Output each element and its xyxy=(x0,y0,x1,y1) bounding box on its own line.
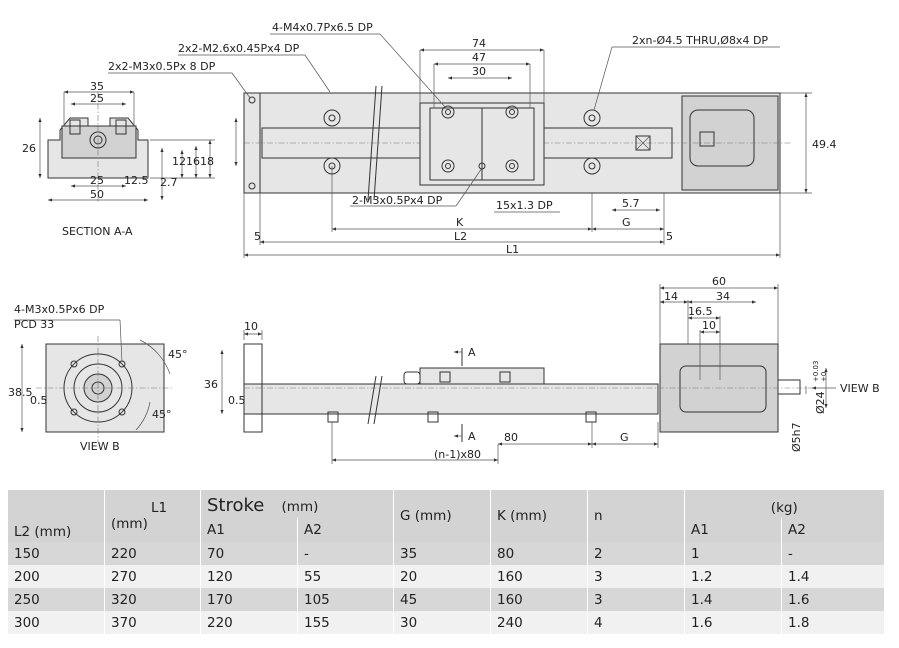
dim-dia24: Ø24 xyxy=(814,391,827,414)
callout-view-b-m3: 4-M3x0.5Px6 DP xyxy=(14,303,105,316)
callout-m2-6: 2x2-M2.6x0.45Px4 DP xyxy=(178,42,300,55)
view-b-title: VIEW B xyxy=(80,440,120,453)
col-stroke-a1: A1 xyxy=(200,518,298,542)
col-g: G (mm) xyxy=(393,490,491,542)
col-stroke: Stroke (mm) xyxy=(200,490,394,518)
dim-10-motor: 10 xyxy=(702,319,716,332)
callout-pcd: PCD 33 xyxy=(14,318,54,331)
callout-m3-carriage: 2-M3x0.5Px4 DP xyxy=(352,194,443,207)
dim-5-7: 5.7 xyxy=(622,197,640,210)
angle-45-bot: 45° xyxy=(152,408,172,421)
dim-tol-zero: +0 xyxy=(820,372,828,382)
dim-2-7: 2.7 xyxy=(160,176,178,189)
col-stroke-a2: A2 xyxy=(297,518,394,542)
section-marker-a-bot: A xyxy=(468,430,476,443)
view-b: 4-M3x0.5Px6 DP PCD 33 38.5 0.5 45° 45° V… xyxy=(8,303,188,453)
dim-25-top: 25 xyxy=(90,92,104,105)
dim-30: 30 xyxy=(472,65,486,78)
col-l2: L2 (mm) xyxy=(7,490,105,542)
section-marker-a-top: A xyxy=(468,346,476,359)
angle-45-top: 45° xyxy=(168,348,188,361)
dim-12: 12 xyxy=(172,155,186,168)
dim-tol-plus: +0.03 xyxy=(812,361,820,382)
col-k: K (mm) xyxy=(490,490,588,542)
dim-18: 18 xyxy=(200,155,214,168)
dim-dia5: Ø5h7 xyxy=(790,422,803,452)
dim-16: 16 xyxy=(186,155,200,168)
dim-60: 60 xyxy=(712,275,726,288)
dim-0-5-side: 0.5 xyxy=(228,394,246,407)
dim-5-right: 5 xyxy=(666,230,673,243)
col-weight-a2: A2 xyxy=(780,518,884,542)
dim-l2: L2 xyxy=(454,230,467,243)
col-weight-a1: A1 xyxy=(684,518,782,542)
section-aa-title: SECTION A-A xyxy=(62,225,133,238)
dim-36: 36 xyxy=(204,378,218,391)
dim-16-5: 16.5 xyxy=(688,305,713,318)
dim-14: 14 xyxy=(664,290,678,303)
dim-74: 74 xyxy=(472,37,486,50)
view-b-arrow-label: VIEW B xyxy=(840,382,880,395)
dim-26: 26 xyxy=(22,142,36,155)
section-aa-view: 35 25 26 2.7 12 16 18 25 12.5 50 SECTION… xyxy=(22,80,215,238)
dim-l1: L1 xyxy=(506,243,519,256)
dim-g-top: G xyxy=(622,216,631,229)
dim-5-left: 5 xyxy=(254,230,261,243)
col-n: n xyxy=(587,490,685,542)
dim-10-side: 10 xyxy=(244,320,258,333)
col-weight: (kg) xyxy=(683,490,884,518)
dim-80: 80 xyxy=(504,431,518,444)
callout-m4: 4-M4x0.7Px6.5 DP xyxy=(272,21,373,34)
technical-drawing: 35 25 26 2.7 12 16 18 25 12.5 50 SECTION… xyxy=(8,21,880,464)
top-view: 74 47 30 4-M4x0.7Px6.5 DP 2x2-M2.6x0.45P… xyxy=(108,21,837,258)
dim-35: 35 xyxy=(90,80,104,93)
dim-47: 47 xyxy=(472,51,486,64)
dim-12-5: 12.5 xyxy=(124,174,149,187)
callout-thru: 2xn-Ø4.5 THRU,Ø8x4 DP xyxy=(632,34,768,47)
spec-table: L2 (mm) L1 (mm) Stroke (mm) G (mm) K (mm… xyxy=(7,490,884,634)
dim-34: 34 xyxy=(716,290,730,303)
dim-n-80: (n-1)x80 xyxy=(434,448,481,461)
dim-49-4: 49.4 xyxy=(812,138,837,151)
dim-38-5: 38.5 xyxy=(8,386,33,399)
callout-m3: 2x2-M3x0.5Px 8 DP xyxy=(108,60,216,73)
col-l1: L1 (mm) xyxy=(104,490,201,542)
dim-50: 50 xyxy=(90,188,104,201)
dim-k: K xyxy=(456,216,464,229)
dim-25-bot: 25 xyxy=(90,174,104,187)
dim-g-side: G xyxy=(620,431,629,444)
dim-0-5-viewb: 0.5 xyxy=(30,394,48,407)
callout-slot: 15x1.3 DP xyxy=(496,199,553,212)
side-view: A A 10 36 0.5 60 14 34 16.5 10 Ø24 +0.03… xyxy=(204,275,880,464)
